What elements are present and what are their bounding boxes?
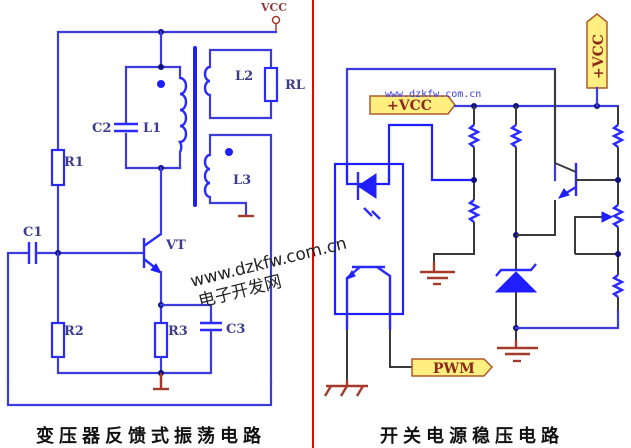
resistor-icon [467, 199, 481, 223]
vcc-tag-vertical: +VCC [586, 13, 608, 89]
label-l2: L2 [235, 69, 253, 84]
label-r3: R3 [168, 324, 188, 339]
label-vt: VT [165, 238, 186, 253]
ground-icon [497, 340, 538, 363]
label-c3: C3 [226, 322, 245, 337]
light-emission-icon [363, 207, 381, 220]
polarity-dot-icon [157, 80, 165, 88]
vcc-tag-horizontal: +VCC [369, 95, 456, 115]
optocoupler-icon [333, 162, 405, 316]
vcc-label: VCC [260, 1, 287, 14]
left-diagram-title: 变压器反馈式振荡电路 [36, 425, 266, 447]
inductor-l2-icon [203, 48, 273, 120]
label-c1: C1 [23, 225, 42, 240]
right-circuit: +VCC +VCC [323, 13, 625, 447]
label-l3: L3 [233, 173, 251, 188]
label-r1: R1 [64, 155, 84, 170]
svg-text:+VCC: +VCC [591, 34, 607, 79]
watermark-url-small: www.dzkfw.com.cn [385, 89, 481, 100]
pwm-tag: PWM [411, 358, 494, 377]
capacitor-c2-icon [114, 122, 138, 133]
resistor-rl-icon [263, 66, 279, 103]
resistor-icon [509, 124, 523, 148]
phototransistor-icon [345, 265, 392, 330]
transistor-vt-icon [142, 233, 163, 274]
resistor-r3-icon [153, 321, 169, 359]
svg-text:PWM: PWM [433, 361, 475, 377]
inductor-l3-icon [203, 133, 273, 385]
right-diagram-title: 开关电源稳压电路 [380, 425, 564, 447]
label-rl: RL [285, 78, 305, 93]
resistor-icon [611, 274, 625, 298]
resistor-r2-icon [50, 321, 66, 359]
potentiometer-icon [574, 204, 625, 254]
label-r2: R2 [64, 324, 84, 339]
resistor-icon [611, 124, 625, 148]
resistor-icon [467, 124, 481, 148]
capacitor-c3-icon [200, 321, 222, 332]
label-l1: L1 [143, 121, 161, 136]
resistor-r1-icon [50, 148, 66, 187]
vcc-terminal-icon [271, 15, 281, 25]
led-diode-icon [356, 172, 377, 200]
pass-transistor-icon [554, 69, 618, 199]
svg-text:+VCC: +VCC [387, 98, 432, 114]
left-circuit: VCC C2 L1 [6, 1, 305, 447]
ground-chassis-icon [323, 380, 368, 397]
label-c2: C2 [92, 121, 111, 136]
ground-icon [420, 262, 455, 286]
inductor-l1-icon [177, 65, 188, 170]
